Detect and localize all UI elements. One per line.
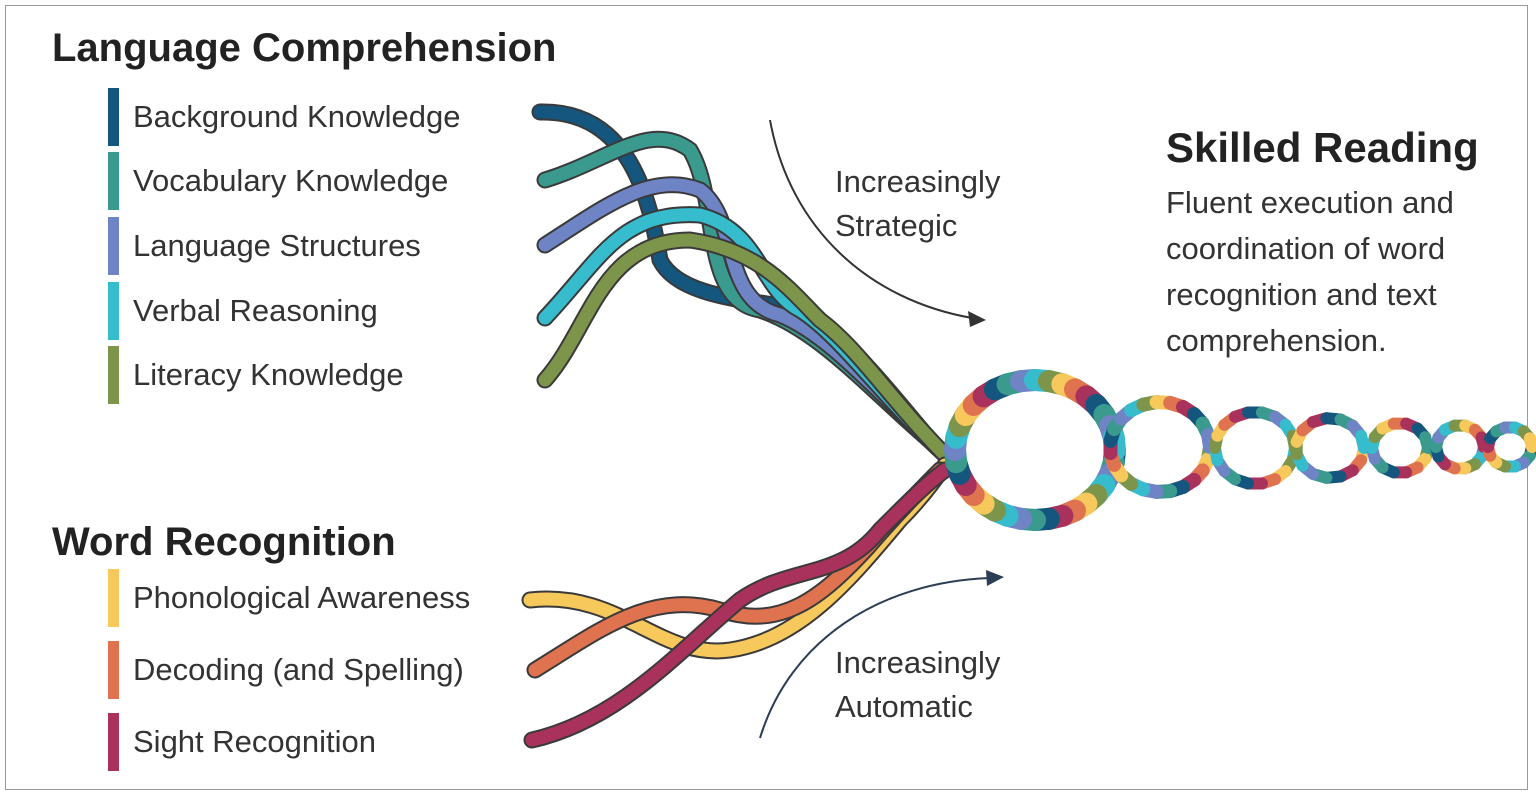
lc-strand-5 [538,233,957,467]
strand-color-swatch [108,346,119,404]
word-recognition-title: Word Recognition [52,520,396,564]
braid-segment [1355,429,1370,454]
lc-item-label: Background Knowledge [133,99,461,134]
strand-color-swatch [108,152,119,210]
wr-item-label: Sight Recognition [133,724,376,759]
strand-color-swatch [108,88,119,146]
automatic-arrow [759,570,1004,739]
automatic-line1: Increasingly [835,645,1001,680]
strategic-line2: Strategic [835,208,958,243]
wr-item-label: Phonological Awareness [133,580,471,615]
wr-item-decoding: Decoding (and Spelling) [108,641,464,699]
strategic-line1: Increasingly [835,164,1001,199]
wr-item-phonological-awareness: Phonological Awareness [108,569,470,627]
wr-strand-3 [525,463,952,747]
automatic-line2: Automatic [835,689,973,724]
lc-item-label: Literacy Knowledge [133,357,404,392]
strategic-arrow-label: Increasingly Strategic [835,160,1000,248]
lc-item-verbal-reasoning: Verbal Reasoning [108,282,378,340]
lc-item-vocabulary-knowledge: Vocabulary Knowledge [108,152,448,210]
lc-item-label: Verbal Reasoning [133,293,378,328]
strand-color-swatch [108,641,119,699]
word-recognition-strands [521,456,954,749]
wr-strand-2 [528,463,947,677]
lc-strand-5-outline [536,231,959,469]
lc-item-language-structures: Language Structures [108,217,421,275]
braid-segment [1523,432,1536,453]
braid-segment [1419,431,1434,454]
skilled-reading-title: Skilled Reading [1166,124,1479,171]
automatic-arrow-label: Increasingly Automatic [835,641,1000,729]
language-comprehension-title: Language Comprehension [52,26,557,70]
lc-item-label: Vocabulary Knowledge [133,163,449,198]
lc-item-background-knowledge: Background Knowledge [108,88,460,146]
strand-color-swatch [108,569,119,627]
lc-item-label: Language Structures [133,228,421,263]
strand-color-swatch [108,217,119,275]
diagram-frame [5,5,1528,790]
strand-color-swatch [108,713,119,771]
wr-item-sight-recognition: Sight Recognition [108,713,376,771]
language-comprehension-strands [531,103,959,469]
skilled-reading-braid [944,369,1536,531]
lc-item-literacy-knowledge: Literacy Knowledge [108,346,404,404]
wr-item-label: Decoding (and Spelling) [133,652,464,687]
strand-color-swatch [108,282,119,340]
strategic-arrow [769,119,986,327]
skilled-reading-description: Fluent execution and coordination of wor… [1166,185,1454,358]
